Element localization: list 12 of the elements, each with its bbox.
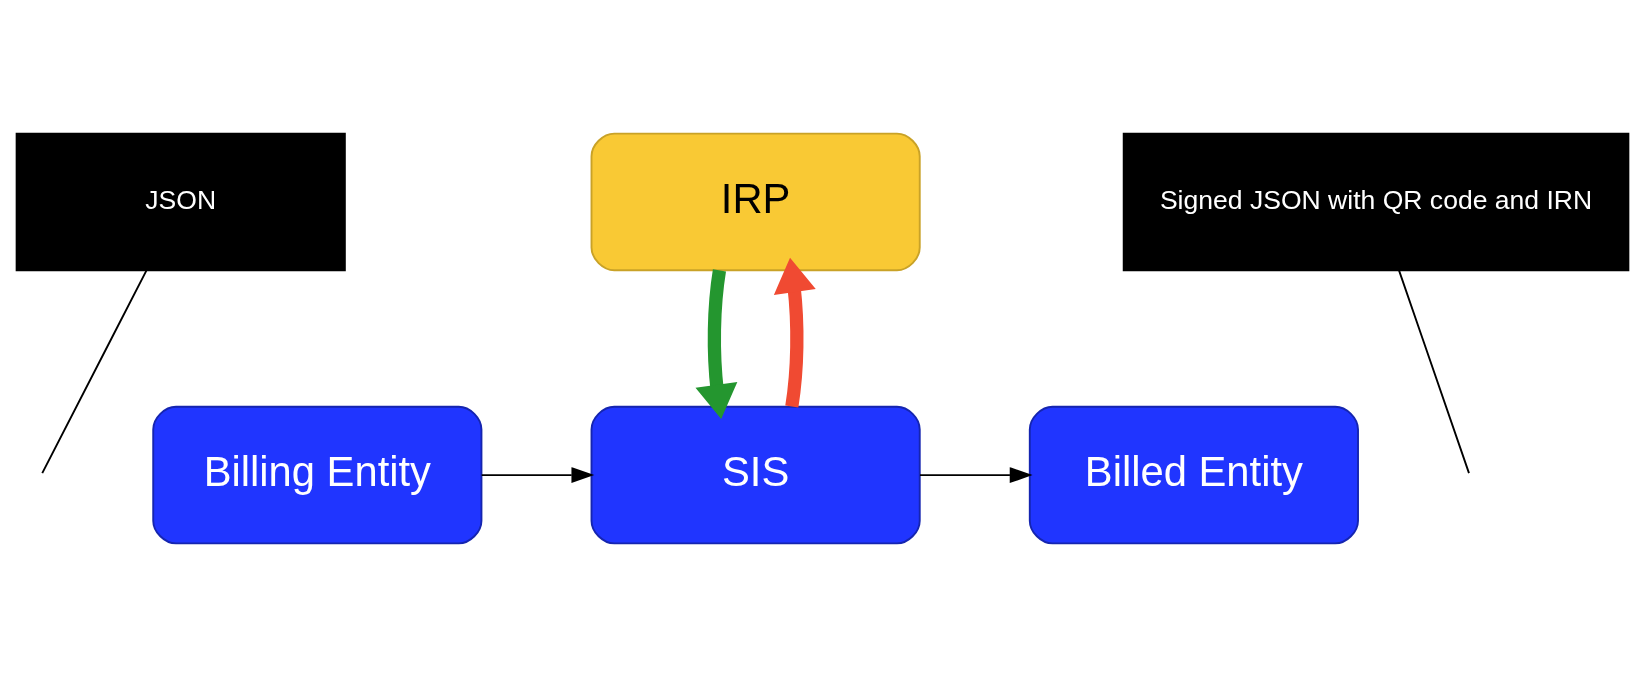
node-box: SIS: [590, 405, 921, 544]
node-box: Billed Entity: [1028, 405, 1359, 544]
connector: [1398, 268, 1470, 474]
arrow: [919, 466, 1033, 483]
arrow: [695, 268, 738, 419]
arrow: [480, 466, 595, 483]
connector: [41, 268, 148, 474]
node-box: IRP: [590, 132, 921, 271]
node-box: JSON: [15, 132, 346, 271]
arrow: [773, 257, 816, 407]
node-box: Signed JSON with QR code and IRN: [1122, 132, 1630, 271]
node-box: Billing Entity: [152, 405, 483, 544]
